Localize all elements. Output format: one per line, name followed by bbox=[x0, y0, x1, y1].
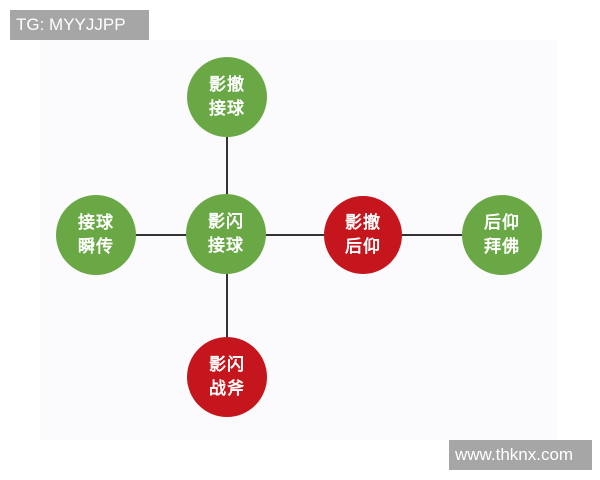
node-right: 后仰 拜佛 bbox=[462, 195, 542, 275]
node-center-line2: 接球 bbox=[208, 236, 244, 256]
node-middle-right-line1: 影撤 bbox=[345, 213, 381, 233]
node-left-line2: 瞬传 bbox=[78, 237, 114, 257]
edge-top-center bbox=[226, 135, 228, 195]
node-bottom-line1: 影闪 bbox=[209, 355, 245, 375]
edge-center-middle-right bbox=[265, 234, 325, 236]
watermark-bottom-right: www.thknx.com bbox=[449, 440, 592, 470]
watermark-top-left: TG: MYYJJPP bbox=[10, 10, 149, 40]
node-left: 接球 瞬传 bbox=[56, 195, 136, 275]
edge-middle-right-right bbox=[401, 234, 463, 236]
node-right-line2: 拜佛 bbox=[484, 237, 520, 257]
node-center-line1: 影闪 bbox=[208, 212, 244, 232]
node-left-line1: 接球 bbox=[78, 213, 114, 233]
node-top-line2: 接球 bbox=[209, 99, 245, 119]
node-top-line1: 影撤 bbox=[209, 75, 245, 95]
node-middle-right: 影撤 后仰 bbox=[324, 196, 402, 274]
edge-left-center bbox=[135, 234, 188, 236]
node-bottom: 影闪 战斧 bbox=[187, 337, 267, 417]
node-center: 影闪 接球 bbox=[186, 194, 266, 274]
node-top: 影撤 接球 bbox=[187, 57, 267, 137]
node-right-line1: 后仰 bbox=[484, 213, 520, 233]
node-middle-right-line2: 后仰 bbox=[345, 237, 381, 257]
edge-center-bottom bbox=[226, 272, 228, 338]
node-bottom-line2: 战斧 bbox=[209, 379, 245, 399]
